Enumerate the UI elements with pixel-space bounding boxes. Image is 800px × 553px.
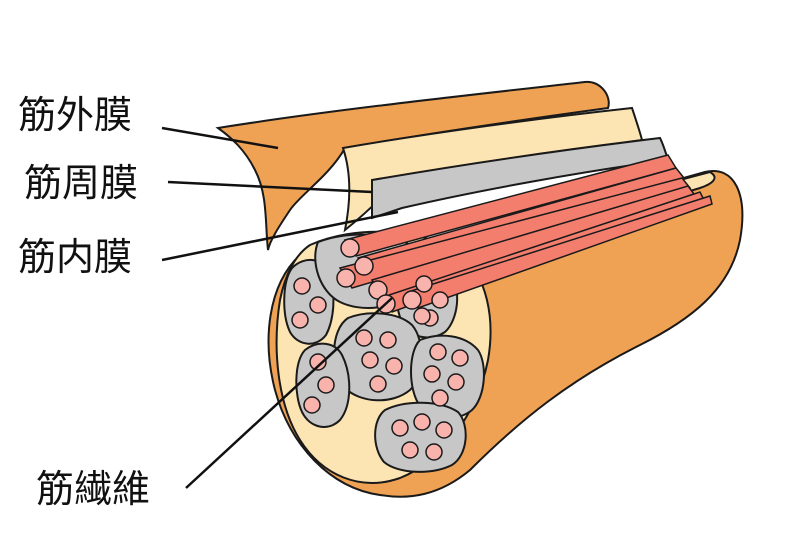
fiber-section xyxy=(425,443,443,461)
fiber-section xyxy=(355,329,373,347)
fiber-section xyxy=(369,375,387,393)
fiber-section xyxy=(423,365,441,383)
labels: 筋外膜 筋周膜 筋内膜 筋繊維 xyxy=(18,93,150,511)
fiber-section xyxy=(431,389,449,407)
label-perimysium: 筋周膜 xyxy=(24,161,138,205)
fiber-section xyxy=(317,376,335,394)
fiber-section xyxy=(447,373,465,391)
label-muscle-fiber: 筋繊維 xyxy=(36,467,150,511)
fiber-end xyxy=(336,268,356,288)
fiber-section xyxy=(391,419,409,437)
fiber-section xyxy=(401,441,419,459)
fiber-section xyxy=(361,351,379,369)
fiber-section xyxy=(291,311,309,329)
fiber-section xyxy=(413,307,431,325)
fiber-section xyxy=(415,275,433,293)
fascicle-bottom xyxy=(374,401,467,473)
fiber-section xyxy=(413,413,431,431)
fiber-section xyxy=(451,349,469,367)
fiber-end xyxy=(340,238,360,258)
fiber-section xyxy=(293,277,311,295)
leader-line-endomysium xyxy=(161,210,399,262)
leader-line-epimysium xyxy=(161,126,279,150)
fiber-section xyxy=(431,291,449,309)
protruding-fibers xyxy=(336,154,713,327)
fiber-section xyxy=(435,421,453,439)
fiber-section xyxy=(309,296,327,314)
leader-line-perimysium xyxy=(167,180,373,194)
label-endomysium: 筋内膜 xyxy=(18,235,132,279)
leader-lines xyxy=(161,126,399,489)
label-epimysium: 筋外膜 xyxy=(18,93,132,137)
fiber-section xyxy=(309,353,327,371)
fiber-end xyxy=(354,256,374,276)
fiber-section xyxy=(379,331,397,349)
fiber-end xyxy=(402,290,422,310)
fiber-cross-sections xyxy=(291,275,469,461)
fiber-section xyxy=(429,343,447,361)
leader-line-muscle-fiber xyxy=(185,297,393,489)
fiber-section xyxy=(385,357,403,375)
fiber-section xyxy=(303,396,321,414)
